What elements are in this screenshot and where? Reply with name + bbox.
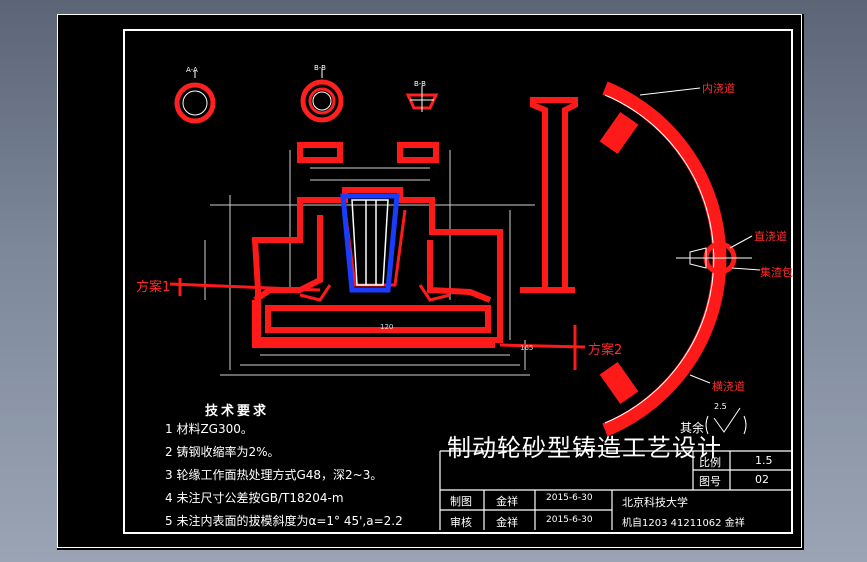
label-slag-trap: 集渣包	[760, 266, 793, 279]
mold-outline	[251, 142, 503, 348]
drawing-no-label: 图号	[699, 475, 721, 488]
label-inner-gate: 内浇道	[702, 82, 735, 95]
tech-requirement-item: 1 材料ZG300。	[165, 422, 253, 436]
title-block-grid	[439, 450, 793, 530]
label-sprue: 直浇道	[754, 230, 787, 243]
label-scheme-2: 方案2	[588, 343, 623, 358]
drawing-no-value: 02	[755, 473, 769, 486]
tech-requirement-item: 3 轮缘工作面热处理方式G48，深2~3。	[165, 468, 383, 482]
surface-finish-value: 2.5	[714, 402, 727, 411]
section-mark-a: A-A	[186, 66, 198, 74]
drawn-date: 2015-6-30	[546, 493, 593, 503]
label-runner: 横浇道	[712, 380, 745, 393]
tech-requirement-item: 2 铸钢收缩率为2%。	[165, 445, 280, 459]
core	[340, 193, 400, 293]
school-name: 北京科技大学	[622, 496, 688, 509]
surface-finish-prefix: 其余	[680, 421, 705, 435]
inner-border	[123, 29, 793, 534]
core-detail	[351, 199, 389, 286]
scheme-2-line	[499, 325, 586, 370]
scale-label: 比例	[699, 456, 721, 469]
outer-border	[57, 14, 802, 548]
class-info: 机自1203 41211062 金祥	[622, 518, 745, 529]
section-view-b	[300, 68, 344, 123]
tech-requirements-heading: 技术要求	[205, 404, 270, 419]
checked-label: 审核	[450, 516, 472, 529]
dimension-120: 120	[380, 323, 394, 331]
sprue	[520, 97, 578, 293]
drawing-title: 制动轮砂型铸造工艺设计	[447, 434, 722, 462]
section-view-a	[174, 70, 216, 124]
label-scheme-1: 方案1	[136, 280, 171, 295]
dimension-165: 165	[520, 344, 534, 352]
surface-finish-mark	[705, 407, 747, 435]
leaders	[639, 87, 761, 384]
section-mark-b: B-B	[314, 64, 326, 72]
runner-arc	[599, 81, 752, 437]
scheme-1-line	[169, 278, 321, 296]
checked-name: 金祥	[496, 516, 518, 529]
scale-value: 1.5	[755, 454, 773, 467]
section-view-c	[405, 86, 439, 112]
checked-date: 2015-6-30	[546, 515, 593, 525]
drawn-name: 金祥	[496, 495, 518, 508]
tech-requirement-item: 5 未注内表面的拔模斜度为α=1° 45',a=2.2	[165, 514, 403, 528]
section-mark-c: B-B	[414, 80, 426, 88]
tech-requirement-item: 4 未注尺寸公差按GB/T18204-m	[165, 491, 344, 505]
dimension-lines	[204, 150, 535, 376]
drawn-label: 制图	[450, 495, 472, 508]
